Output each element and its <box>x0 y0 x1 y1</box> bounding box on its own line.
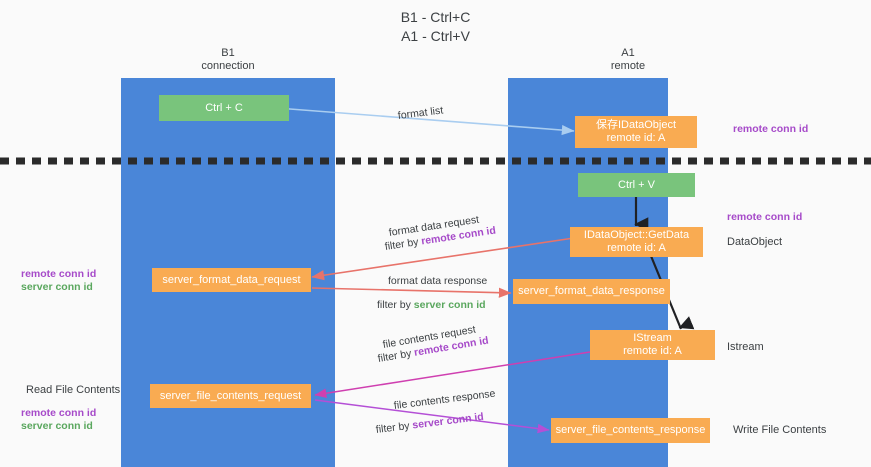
column-header-a1: A1 remote <box>548 47 708 73</box>
box-save-idataobject-line1: 保存IDataObject <box>595 119 677 131</box>
box-getdata[interactable]: IDataObject::GetData remote id: A <box>570 227 703 257</box>
side-label-left-remote-conn-id-mid: remote conn id <box>21 268 97 280</box>
column-header-a1-name: A1 <box>621 47 635 59</box>
box-server-file-contents-response-label: server_file_contents_response <box>555 424 706 436</box>
edge-label-file-contents-response: file contents response <box>393 387 497 412</box>
filter-by-text: filter by <box>375 419 411 436</box>
column-header-a1-role: remote <box>610 60 646 72</box>
box-server-format-data-response-label: server_format_data_response <box>518 285 665 297</box>
server-conn-id-text: server conn id <box>413 299 486 311</box>
side-label-left-server-conn-id-bot: server conn id <box>21 420 93 432</box>
box-server-file-contents-response[interactable]: server_file_contents_response <box>551 418 710 443</box>
side-label-left-server-conn-id-mid: server conn id <box>21 281 93 293</box>
side-label-dataobject: DataObject <box>727 236 783 248</box>
box-server-format-data-response[interactable]: server_format_data_response <box>513 279 670 304</box>
side-label-remote-conn-id-mid: remote conn id <box>727 211 803 223</box>
edge-label-filter-server-conn-id-file: filter by server conn id <box>375 411 484 437</box>
title-line-2: A1 - Ctrl+V <box>401 28 470 44</box>
side-label-istream: Istream <box>727 341 764 353</box>
column-header-b1: B1 connection <box>148 47 308 73</box>
box-ctrl-c[interactable]: Ctrl + C <box>159 95 289 121</box>
box-istream[interactable]: IStream remote id: A <box>590 330 715 360</box>
box-ctrl-v[interactable]: Ctrl + V <box>578 173 695 197</box>
column-header-b1-name: B1 <box>221 47 235 59</box>
box-server-format-data-request[interactable]: server_format_data_request <box>152 268 311 292</box>
page-title: B1 - Ctrl+C A1 - Ctrl+V <box>0 8 871 46</box>
box-getdata-line2: remote id: A <box>607 242 666 254</box>
box-ctrl-c-label: Ctrl + C <box>205 101 243 114</box>
arrow-format-data-response <box>311 287 512 298</box>
side-label-left-remote-conn-id-bot: remote conn id <box>21 407 97 419</box>
box-ctrl-v-label: Ctrl + V <box>618 178 655 191</box>
side-label-write-file-contents: Write File Contents <box>733 424 827 436</box>
box-save-idataobject-line2: remote id: A <box>606 132 666 144</box>
edge-label-filter-server-conn-id-format: filter by server conn id <box>377 299 486 312</box>
box-getdata-line1: IDataObject::GetData <box>583 229 690 241</box>
side-label-read-file-contents: Read File Contents <box>26 384 121 396</box>
box-istream-line2: remote id: A <box>623 345 682 357</box>
server-conn-id-text: server conn id <box>411 410 485 432</box>
column-header-b1-role: connection <box>201 60 255 72</box>
box-server-format-data-request-label: server_format_data_request <box>162 273 301 286</box>
box-server-file-contents-request-label: server_file_contents_request <box>159 389 302 402</box>
box-save-idataobject[interactable]: 保存IDataObject remote id: A <box>575 116 697 148</box>
box-server-file-contents-request[interactable]: server_file_contents_request <box>150 384 311 408</box>
side-label-remote-conn-id-top: remote conn id <box>733 123 809 135</box>
filter-by-text: filter by <box>377 299 411 311</box>
title-line-1: B1 - Ctrl+C <box>400 9 471 25</box>
box-istream-line1: IStream <box>633 332 672 344</box>
edge-label-format-list: format list <box>397 104 444 122</box>
edge-label-format-data-response: format data response <box>388 275 488 287</box>
filter-by-text: filter by <box>376 347 413 365</box>
